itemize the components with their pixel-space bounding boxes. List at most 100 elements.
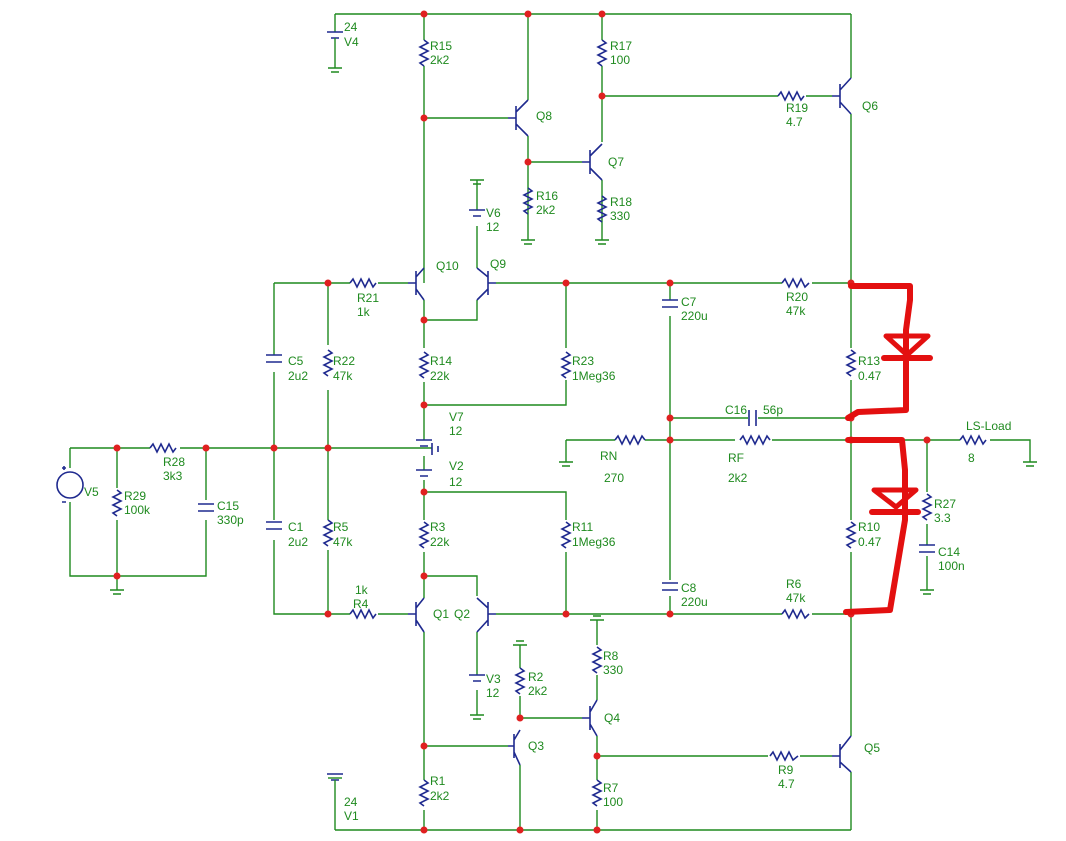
resistor-r3 xyxy=(418,521,430,549)
r23-value: 1Meg36 xyxy=(572,369,616,383)
r22-ref: R22 xyxy=(333,354,355,368)
c5-value: 2u2 xyxy=(288,369,308,383)
resistor-r1 xyxy=(418,779,430,807)
transistor-q8 xyxy=(508,99,529,137)
capacitor-c14 xyxy=(919,544,935,553)
resistor-r9 xyxy=(769,750,799,762)
r5-ref: R5 xyxy=(333,520,349,534)
transistor-q10 xyxy=(408,267,425,301)
c15-value: 330p xyxy=(217,513,244,527)
r20-value: 47k xyxy=(786,304,806,318)
labels: 24 V4 R15 2k2 R17 100 R19 4.7 Q6 Q8 Q7 R… xyxy=(84,20,1011,823)
v6-ref: V6 xyxy=(486,206,501,220)
r17-value: 100 xyxy=(610,53,630,67)
resistor-r17 xyxy=(596,39,608,67)
r8-ref: R8 xyxy=(603,649,619,663)
v7-value: 12 xyxy=(449,424,463,438)
resistor-r27 xyxy=(921,493,933,521)
transistor-q7 xyxy=(582,143,603,181)
r22-value: 47k xyxy=(333,369,353,383)
resistor-r14 xyxy=(418,351,430,379)
r8-value: 330 xyxy=(603,663,623,677)
ls-load-value: 8 xyxy=(968,451,975,465)
r14-value: 22k xyxy=(430,369,450,383)
r11-value: 1Meg36 xyxy=(572,535,616,549)
capacitor-c15 xyxy=(198,503,214,512)
r16-value: 2k2 xyxy=(536,203,556,217)
r10-value: 0.47 xyxy=(858,535,882,549)
r18-value: 330 xyxy=(610,209,630,223)
c16-ref: C16 xyxy=(725,403,747,417)
r29-ref: R29 xyxy=(124,489,146,503)
r15-ref: R15 xyxy=(430,39,452,53)
resistor-r23 xyxy=(560,351,572,379)
r3-ref: R3 xyxy=(430,520,446,534)
resistor-r21 xyxy=(349,277,377,289)
resistor-r6 xyxy=(781,608,810,620)
resistor-rn xyxy=(614,434,646,446)
r28-value: 3k3 xyxy=(163,469,183,483)
r5-value: 47k xyxy=(333,535,353,549)
q10-label: Q10 xyxy=(436,259,459,273)
r3-value: 22k xyxy=(430,535,450,549)
r21-value: 1k xyxy=(357,305,371,319)
q6-label: Q6 xyxy=(862,99,878,113)
r23-ref: R23 xyxy=(572,354,594,368)
r2-value: 2k2 xyxy=(528,684,548,698)
rn-value: 270 xyxy=(604,471,624,485)
battery-v3 xyxy=(469,674,485,682)
transistor-q2 xyxy=(476,597,496,633)
c7-ref: C7 xyxy=(681,295,697,309)
r6-value: 47k xyxy=(786,591,806,605)
r16-ref: R16 xyxy=(536,189,558,203)
v3-ref: V3 xyxy=(486,672,501,686)
v2-ref: V2 xyxy=(449,459,464,473)
r29-value: 100k xyxy=(124,503,151,517)
capacitor-c7 xyxy=(662,299,678,308)
junctions xyxy=(113,10,931,834)
r28-ref: R28 xyxy=(163,455,185,469)
component-symbols xyxy=(56,31,1037,812)
resistor-r4 xyxy=(349,608,377,620)
v1-ref: V1 xyxy=(344,809,359,823)
v3-value: 12 xyxy=(486,686,500,700)
r11-ref: R11 xyxy=(572,520,593,534)
ls-load-ref: LS-Load xyxy=(966,419,1011,433)
rf-value: 2k2 xyxy=(728,471,748,485)
r27-ref: R27 xyxy=(934,497,956,511)
capacitor-c16 xyxy=(748,410,757,426)
resistor-r7 xyxy=(591,779,603,807)
c5-ref: C5 xyxy=(288,354,304,368)
r7-value: 100 xyxy=(603,795,623,809)
resistor-r29 xyxy=(111,489,123,517)
r21-ref: R21 xyxy=(357,291,379,305)
resistor-r13 xyxy=(845,349,857,377)
v1-value: 24 xyxy=(344,795,358,809)
q3-label: Q3 xyxy=(528,739,544,753)
voltage-source-v5 xyxy=(56,471,84,499)
resistor-r28 xyxy=(149,442,177,454)
resistor-r22 xyxy=(322,349,334,377)
r7-ref: R7 xyxy=(603,781,619,795)
v4-value: 24 xyxy=(344,20,358,34)
transistor-q1 xyxy=(408,597,425,633)
v6-value: 12 xyxy=(486,220,500,234)
c14-value: 100n xyxy=(938,559,965,573)
wires xyxy=(69,13,1031,831)
r2-ref: R2 xyxy=(528,670,544,684)
q7-label: Q7 xyxy=(608,155,624,169)
c1-value: 2u2 xyxy=(288,535,308,549)
q8-label: Q8 xyxy=(536,109,552,123)
diode-annotation-upper xyxy=(845,283,933,421)
resistor-r5 xyxy=(322,519,334,547)
rf-ref: RF xyxy=(728,451,744,465)
q1-label: Q1 xyxy=(433,607,449,621)
r19-value: 4.7 xyxy=(786,115,803,129)
c1-ref: C1 xyxy=(288,520,304,534)
c14-ref: C14 xyxy=(938,545,960,559)
c8-value: 220u xyxy=(681,595,708,609)
r9-value: 4.7 xyxy=(778,777,795,791)
resistor-rf xyxy=(739,434,771,446)
resistor-r10 xyxy=(845,521,857,549)
battery-v7 xyxy=(416,439,432,447)
